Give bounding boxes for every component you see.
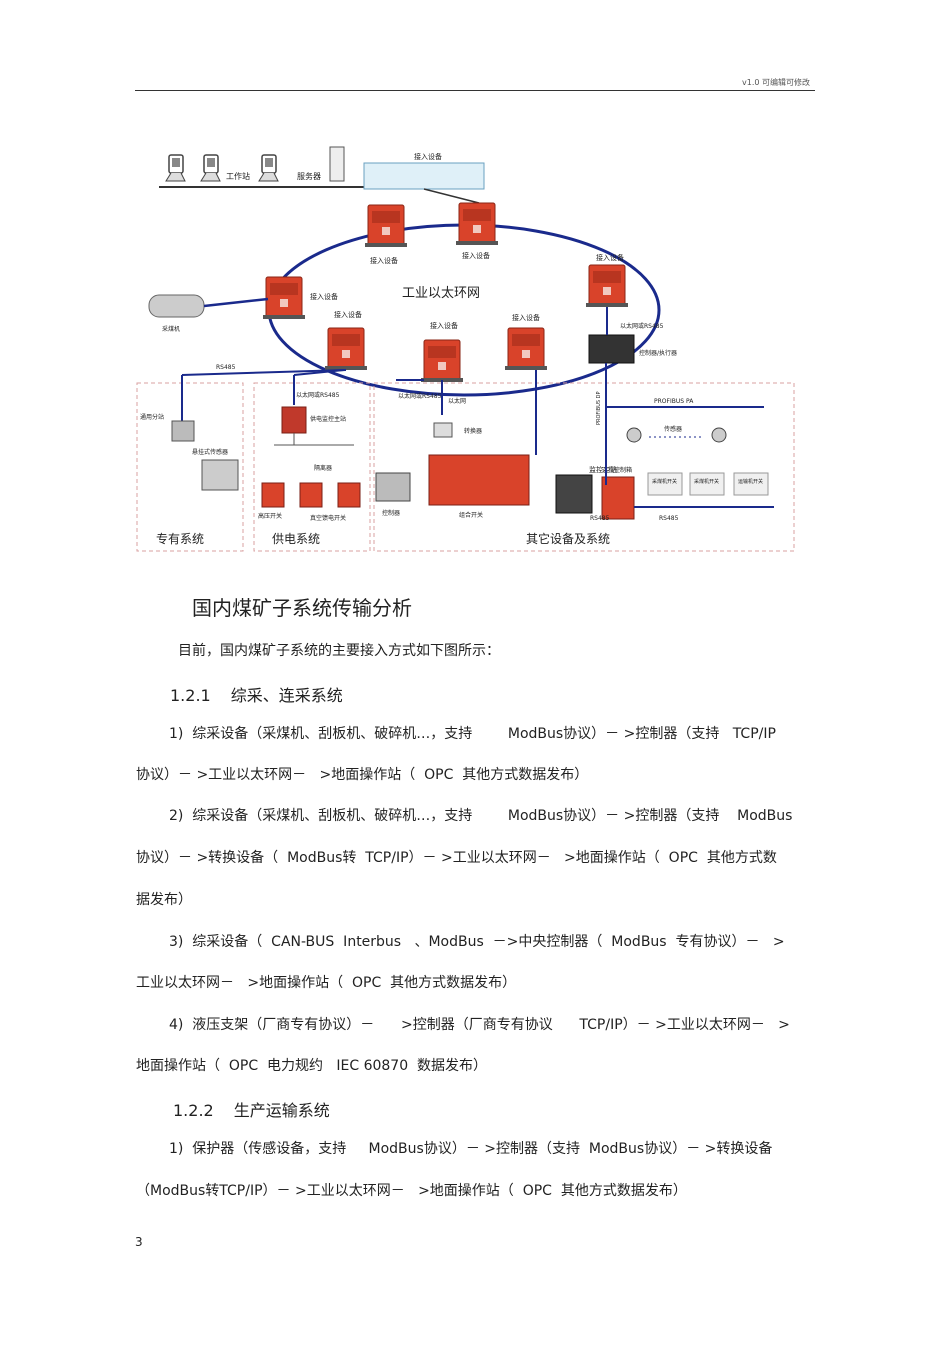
paragraph-3-line-1: 3) 综采设备（ CAN-BUS Interbus 、ModBus －>中央控制… — [169, 934, 785, 950]
label-hanging-sensor: 悬挂式传感器 — [192, 448, 228, 456]
label-eth-rs485-mid: 以太网或RS485 — [398, 392, 442, 400]
top-access-switch — [363, 162, 485, 190]
sensor-icon — [626, 427, 642, 443]
access-label-3: 接入设备 — [596, 253, 624, 262]
label-workstation: 工作站 — [226, 171, 250, 181]
label-monitor-station: 监控主站 — [589, 465, 617, 474]
label-rs485-bottom-1: RS485 — [590, 515, 610, 522]
label-rs485-bottom-2: RS485 — [659, 515, 679, 522]
label-isolation: 隔离器 — [314, 464, 332, 472]
monitor-station-icon — [555, 474, 593, 514]
heading-1-2-2-text: 生产运输系统 — [233, 1101, 330, 1120]
label-access-top: 接入设备 — [414, 152, 442, 161]
label-power-main: 供电监控主站 — [310, 415, 346, 423]
paragraph-2-line-2: 协议）－ >转换设备（ ModBus转 TCP/IP）－ >工业以太环网－ >地… — [136, 850, 777, 866]
valve-icon — [711, 427, 727, 443]
access-label-5: 接入设备 — [334, 310, 362, 319]
label-sensor: 传感器 — [664, 425, 682, 433]
heading-1-2-2-number: 1.2.2 — [173, 1101, 214, 1120]
label-eth-rs485-power: 以太网或RS485 — [296, 391, 340, 399]
label-coal-switch: 采煤机开关 — [694, 478, 719, 485]
workstation-icon-3 — [258, 154, 279, 182]
conveyor-switch — [733, 472, 769, 496]
access-label-7: 接入设备 — [512, 313, 540, 322]
label-converter: 转换器 — [464, 427, 482, 435]
coal-switch — [689, 472, 725, 496]
controller-actuator-icon — [588, 334, 635, 364]
section-other-label: 其它设备及系统 — [526, 531, 610, 546]
server-icon — [329, 146, 345, 182]
section-power-box — [253, 382, 371, 552]
paragraph-4-line-2: 地面操作站（ OPC 电力规约 IEC 60870 数据发布） — [136, 1058, 488, 1074]
label-server: 服务器 — [297, 171, 321, 181]
paragraph-1-line-1: 1) 综采设备（采煤机、刮板机、破碎机…，支持 ModBus协议）－ >控制器（… — [169, 726, 776, 742]
ring-label: 工业以太环网 — [402, 286, 480, 301]
access-device-7 — [504, 327, 548, 371]
section-title: 国内煤矿子系统传输分析 — [192, 596, 412, 620]
power-monitor-main-icon — [281, 406, 307, 434]
label-profibus-pa: PROFIBUS PA — [654, 398, 694, 405]
access-device-6 — [420, 339, 464, 383]
paragraph-3-line-2: 工业以太环网－ >地面操作站（ OPC 其他方式数据发布） — [136, 975, 517, 991]
shearer-switch — [647, 472, 683, 496]
access-label-1: 接入设备 — [370, 256, 398, 265]
header-version: v1.0 可编辑可修改 — [742, 78, 810, 87]
header-rule — [135, 90, 815, 91]
paragraph-2-line-1: 2) 综采设备（采煤机、刮板机、破碎机…，支持 ModBus协议）－ >控制器（… — [169, 808, 793, 824]
heading-1-2-1-number: 1.2.1 — [170, 686, 211, 705]
access-device-1 — [364, 204, 408, 248]
access-device-5 — [324, 327, 368, 371]
section-special-box — [136, 382, 244, 552]
label-eth-rs485-right: 以太网或RS485 — [620, 322, 664, 330]
access-device-3 — [585, 264, 629, 308]
section-other-box — [373, 382, 795, 552]
label-general-sub: 通用分站 — [140, 413, 164, 421]
label-remote-box: 远程控制箱 — [602, 466, 632, 474]
access-label-2: 接入设备 — [462, 251, 490, 260]
access-label-6: 接入设备 — [430, 321, 458, 330]
hv-switch-icon — [261, 482, 285, 508]
access-label-4: 接入设备 — [310, 292, 338, 301]
intro-paragraph: 目前，国内煤矿子系统的主要接入方式如下图所示： — [178, 643, 500, 659]
paragraph-4-line-1: 4) 液压支架（厂商专有协议）－ >控制器（厂商专有协议 TCP/IP）－ >工… — [169, 1017, 790, 1033]
access-device-2 — [455, 202, 499, 246]
workstation-icon-1 — [165, 154, 186, 182]
hanging-sensor-icon — [201, 459, 239, 491]
workstation-icon-2 — [200, 154, 221, 182]
label-combined-switch: 组合开关 — [459, 511, 483, 519]
label-conveyor-switch: 运输机开关 — [738, 478, 763, 485]
lv-switch-icon-1 — [299, 482, 323, 508]
paragraph-5-line-2: （ModBus转TCP/IP）－ >工业以太环网－ >地面操作站（ OPC 其他… — [136, 1183, 687, 1199]
label-shearer: 采煤机 — [162, 325, 180, 333]
label-profibus-dp: PROFIBUS DP — [596, 392, 602, 426]
paragraph-2-line-3: 据发布） — [136, 892, 192, 908]
shearer-icon — [148, 294, 205, 318]
general-substation-icon — [171, 420, 195, 442]
paragraph-5-line-1: 1) 保护器（传感设备，支持 ModBus协议）－ >控制器（支持 ModBus… — [169, 1141, 773, 1157]
label-lv-switch: 真空馈电开关 — [310, 514, 346, 522]
network-diagram: 工作站 服务器 接入设备 工业以太环网 接入设备 接入设备 接入设备 接入设备 … — [134, 125, 798, 577]
page-number: 3 — [135, 1235, 143, 1249]
paragraph-1-line-2: 协议）－ >工业以太环网－ >地面操作站（ OPC 其他方式数据发布） — [136, 767, 589, 783]
label-rs485-left: RS485 — [216, 364, 236, 371]
section-special-label: 专有系统 — [156, 531, 204, 546]
heading-1-2-1: 1.2.1 综采、连采系统 — [170, 682, 343, 706]
label-ethernet: 以太网 — [448, 397, 466, 405]
lv-switch-icon-2 — [337, 482, 361, 508]
label-controller-actuator: 控制器/执行器 — [639, 349, 677, 357]
label-shearer-switch: 采煤机开关 — [652, 478, 677, 485]
controller-icon — [375, 472, 411, 502]
heading-1-2-1-text: 综采、连采系统 — [230, 686, 343, 705]
label-controller: 控制器 — [382, 509, 400, 517]
label-hv-switch: 高压开关 — [258, 512, 282, 520]
network-diagram-svg: 工作站 服务器 接入设备 工业以太环网 接入设备 接入设备 接入设备 接入设备 … — [136, 146, 795, 552]
converter-icon — [433, 422, 453, 438]
heading-1-2-2: 1.2.2 生产运输系统 — [173, 1097, 330, 1121]
access-device-4 — [262, 276, 306, 320]
combined-switch-icon — [428, 454, 530, 506]
remote-control-box-icon — [601, 476, 635, 520]
section-power-label: 供电系统 — [272, 532, 320, 546]
